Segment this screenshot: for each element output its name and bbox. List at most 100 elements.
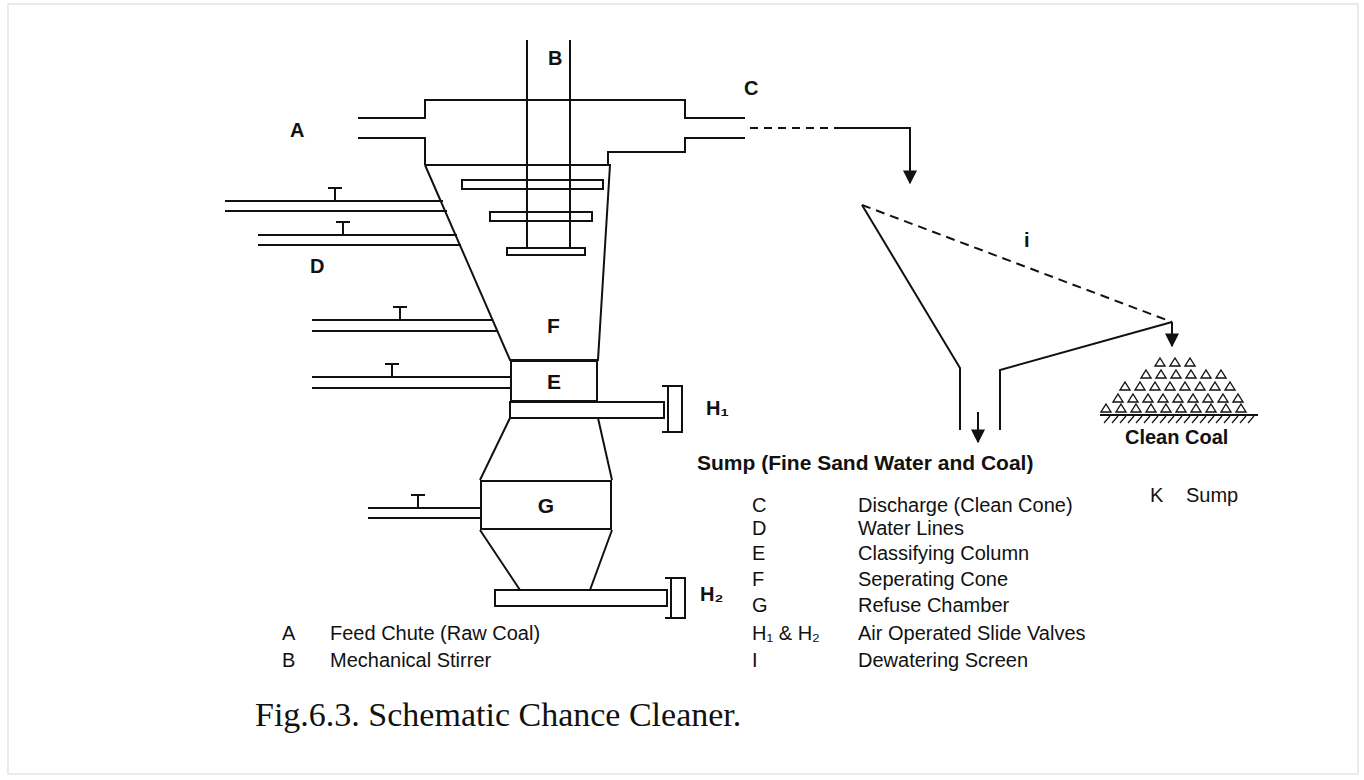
coal-lump — [1206, 404, 1216, 412]
coal-lump — [1143, 394, 1153, 402]
image-frame — [8, 4, 1358, 774]
key-letter: E — [752, 543, 765, 563]
figure-caption: Fig.6.3. Schematic Chance Cleaner. — [255, 698, 741, 732]
hatch-stroke — [1240, 416, 1246, 423]
coal-lump — [1233, 394, 1243, 402]
hatch-stroke — [1208, 416, 1214, 423]
coal-heap — [1101, 358, 1246, 412]
part-label: C — [744, 78, 758, 98]
hatch-stroke — [1160, 416, 1166, 423]
coal-lump — [1135, 382, 1145, 390]
screen-funnel — [862, 205, 960, 430]
hopper-wall — [480, 530, 612, 590]
flow-arrow — [1171, 322, 1173, 346]
cone-outline — [425, 165, 610, 360]
hatch-stroke — [1248, 416, 1254, 423]
stirrer-paddle — [490, 212, 592, 221]
water-line — [312, 377, 510, 388]
part-label: i — [1024, 230, 1030, 250]
coal-lump — [1173, 394, 1183, 402]
separating-cone: F — [425, 165, 610, 360]
hatch-stroke — [1136, 416, 1142, 423]
hatch-stroke — [1144, 416, 1150, 423]
key-text: Classifying Column — [858, 543, 1029, 563]
coal-lump — [1195, 382, 1205, 390]
stirrer-paddle — [462, 180, 603, 189]
valve-symbol — [393, 307, 407, 320]
coal-lump — [1150, 382, 1160, 390]
key-text: Sump — [1186, 485, 1238, 505]
part-letter: F — [547, 315, 560, 336]
coal-lump — [1161, 404, 1171, 412]
coal-lump — [1101, 404, 1111, 412]
water-line — [312, 320, 498, 331]
hatch-stroke — [1216, 416, 1222, 423]
coal-lump — [1128, 394, 1138, 402]
coal-lump — [1216, 370, 1226, 378]
coal-lump — [1171, 370, 1181, 378]
discharge-flow — [750, 127, 840, 129]
slide-valve — [510, 402, 664, 418]
valve-actuator — [665, 578, 685, 618]
key-letter: G — [752, 595, 768, 615]
hatch-stroke — [1120, 416, 1126, 423]
hopper-wall — [480, 418, 612, 480]
coal-lump — [1155, 358, 1165, 366]
coal-lump — [1185, 358, 1195, 366]
key-text: Refuse Chamber — [858, 595, 1009, 615]
part-label: A — [290, 120, 304, 140]
hatch-stroke — [1152, 416, 1158, 423]
part-label: H₁ — [706, 398, 729, 418]
key-letter: B — [282, 650, 295, 670]
discharge-flow — [840, 128, 910, 183]
coal-lump — [1186, 370, 1196, 378]
part-letter: G — [538, 495, 554, 516]
key-letter: I — [752, 650, 758, 670]
ground-hatch — [1104, 416, 1254, 423]
coal-lump — [1210, 382, 1220, 390]
refuse-chamber: G — [480, 480, 612, 530]
key-text: Water Lines — [858, 518, 964, 538]
key-text: Dewatering Screen — [858, 650, 1028, 670]
part-label: B — [548, 48, 562, 68]
water-line — [368, 508, 480, 518]
coal-lump — [1218, 394, 1228, 402]
coal-lump — [1221, 404, 1231, 412]
coal-lump — [1146, 404, 1156, 412]
screen-funnel — [1000, 322, 1172, 430]
key-letter: C — [752, 495, 766, 515]
part-label: Sump (Fine Sand Water and Coal) — [697, 452, 1033, 473]
coal-lump — [1131, 404, 1141, 412]
coal-lump — [1116, 404, 1126, 412]
valve-symbol — [328, 188, 342, 201]
stirrer-foot — [507, 248, 585, 255]
cone-wall — [425, 165, 610, 360]
hatch-stroke — [1176, 416, 1182, 423]
key-letter: K — [1150, 485, 1163, 505]
hatch-stroke — [1184, 416, 1190, 423]
ground-line — [1100, 414, 1258, 416]
key-letter: F — [752, 569, 764, 589]
part-label: Clean Coal — [1125, 427, 1228, 447]
flow-arrow — [977, 412, 979, 442]
key-text: Feed Chute (Raw Coal) — [330, 623, 540, 643]
hatch-stroke — [1128, 416, 1134, 423]
key-text: Air Operated Slide Valves — [858, 623, 1086, 643]
part-label: D — [310, 256, 324, 276]
feed-chute — [358, 138, 425, 165]
coal-lump — [1201, 370, 1211, 378]
coal-lump — [1225, 382, 1235, 390]
coal-lump — [1158, 394, 1168, 402]
coal-lump — [1188, 394, 1198, 402]
hatch-stroke — [1200, 416, 1206, 423]
coal-lump — [1236, 404, 1246, 412]
coal-lump — [1165, 382, 1175, 390]
water-line — [258, 235, 461, 245]
valve-symbol — [336, 222, 350, 235]
valve-actuator — [662, 386, 682, 432]
discharge-outlet — [608, 138, 745, 165]
classifying-column: E — [510, 360, 598, 402]
coal-lump — [1120, 382, 1130, 390]
hatch-stroke — [1104, 416, 1110, 423]
